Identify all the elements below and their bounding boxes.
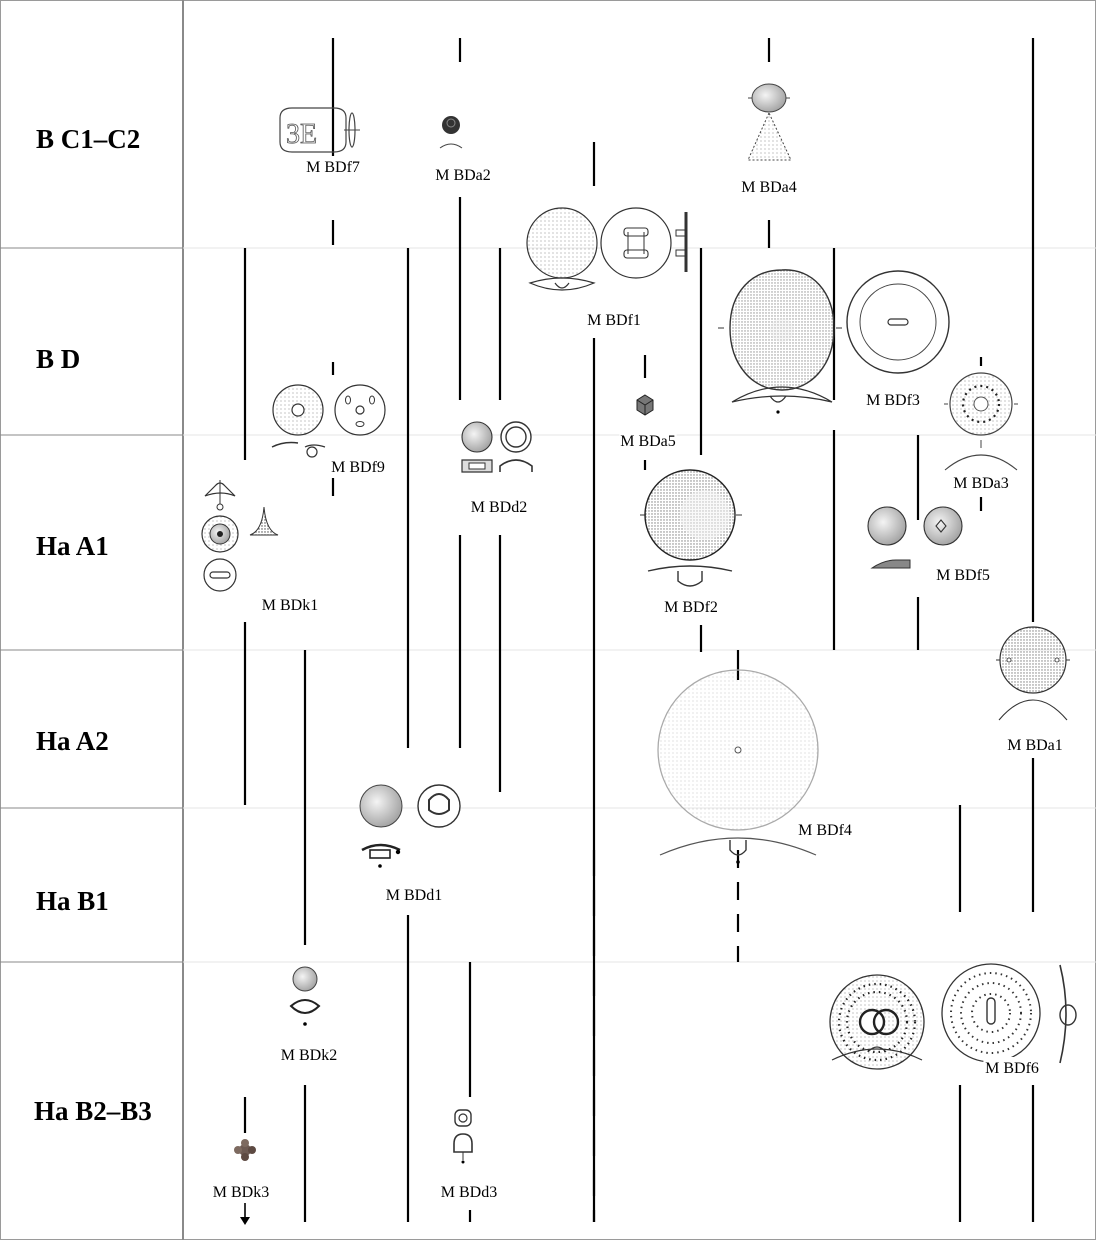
- type-label-bg: [440, 1181, 498, 1203]
- type-label-bdd1: M BDd1: [386, 887, 442, 904]
- type-label-bg: [662, 596, 720, 618]
- drawing-bdf2: [640, 469, 742, 587]
- type-label-bda2: M BDa2: [435, 167, 491, 184]
- type-label-bg: [796, 819, 854, 841]
- range-arrow-head: [240, 1217, 250, 1225]
- type-label-bg: [261, 594, 319, 616]
- drawing-bda5: [636, 394, 654, 416]
- drawing-bdf7: 3E: [279, 107, 360, 153]
- type-label-bda1: M BDa1: [1007, 737, 1063, 754]
- period-labels: B C1–C2 B D Ha A1 Ha A2 Ha B1 Ha B2–B3: [34, 124, 152, 1126]
- period-label-bc1c2: B C1–C2: [36, 124, 140, 154]
- period-label-hab1: Ha B1: [36, 886, 109, 916]
- artifact-drawings: 3E: [201, 83, 1077, 1164]
- type-label-bg: [740, 176, 798, 198]
- period-label-hab2b3: Ha B2–B3: [34, 1096, 152, 1126]
- type-label-bg: [470, 496, 528, 518]
- drawing-bdf6: [829, 963, 1077, 1070]
- type-label-bda4: M BDa4: [741, 179, 797, 196]
- type-label-bg: [1006, 734, 1064, 756]
- type-label-bg: [585, 309, 643, 331]
- drawing-bdf3: [718, 269, 950, 414]
- drawing-bdk3: [234, 1139, 256, 1161]
- type-label-bg: [983, 1057, 1041, 1079]
- type-label-bg: [304, 156, 362, 178]
- type-label-bg: [212, 1181, 270, 1203]
- type-label-bdf3: M BDf3: [866, 392, 920, 409]
- type-range-lines: [240, 38, 1035, 1225]
- drawing-bdd3: [453, 1109, 473, 1164]
- type-label-bdf1: M BDf1: [587, 312, 641, 329]
- drawing-bda3: [944, 372, 1018, 471]
- type-label-bdf6: M BDf6: [985, 1060, 1039, 1077]
- drawing-bdk1: [201, 480, 279, 592]
- drawing-bdk2: [289, 966, 321, 1026]
- drawing-bda1: [996, 626, 1070, 721]
- drawing-bdf9: [271, 384, 386, 458]
- period-label-bd: B D: [36, 344, 80, 374]
- drawing-bdd2: [461, 421, 533, 473]
- type-label-bdk1: M BDk1: [262, 597, 318, 614]
- type-label-bdk2: M BDk2: [281, 1047, 337, 1064]
- type-label-bdf9: M BDf9: [331, 459, 385, 476]
- type-label-bg: [280, 1044, 338, 1066]
- type-label-bda5: M BDa5: [620, 433, 676, 450]
- type-label-bdf5: M BDf5: [936, 567, 990, 584]
- type-label-bg: [329, 456, 387, 478]
- drawing-bda4: [747, 83, 792, 161]
- period-label-haa2: Ha A2: [36, 726, 109, 756]
- type-label-bdd2: M BDd2: [471, 499, 527, 516]
- drawing-bdf4: [657, 669, 819, 864]
- type-label-bg: [434, 164, 492, 186]
- drawing-bdd1: [359, 784, 461, 868]
- type-label-bdk3: M BDk3: [213, 1184, 269, 1201]
- type-labels: M BDf7 M BDa2 M BDa4 M BDf1 M BDf3 M BDa5 M BD…: [212, 156, 1064, 1203]
- type-label-bg: [619, 430, 677, 452]
- type-label-bdf2: M BDf2: [664, 599, 718, 616]
- type-label-bg: [864, 389, 922, 411]
- type-label-bdf7: M BDf7: [306, 159, 360, 176]
- drawing-bda2: [439, 116, 463, 149]
- period-label-haa1: Ha A1: [36, 531, 109, 561]
- drawing-bdf5: [867, 506, 963, 569]
- type-label-bg: [385, 884, 443, 906]
- type-label-bdd3: M BDd3: [441, 1184, 497, 1201]
- type-label-bg: [934, 564, 992, 586]
- svg-text:3E: 3E: [286, 119, 317, 150]
- type-label-bdf4: M BDf4: [798, 822, 852, 839]
- type-label-bda3: M BDa3: [953, 475, 1009, 492]
- type-label-bg: [952, 472, 1010, 494]
- drawing-bdf1: [526, 207, 688, 291]
